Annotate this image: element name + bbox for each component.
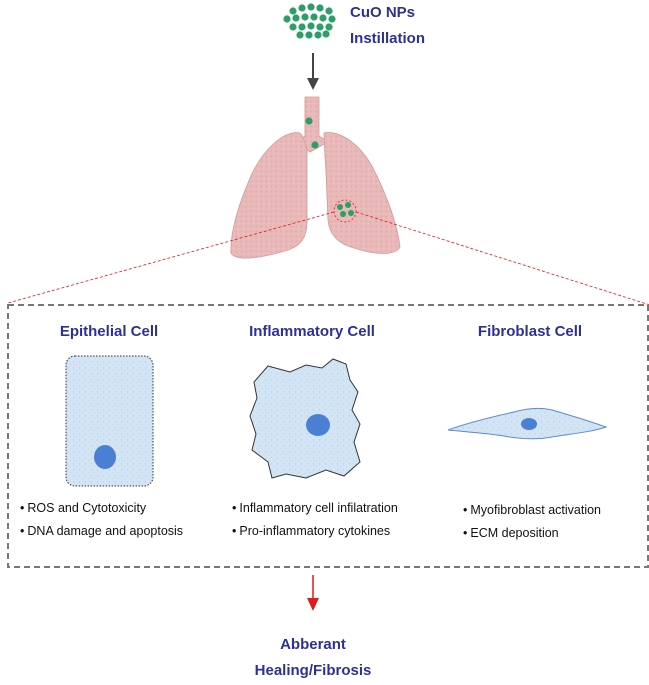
lungs-illustration [230,96,401,259]
zoom-lines [7,211,649,306]
alveolus-zoom-target [333,199,357,223]
cell-panel-box [7,304,649,568]
fibroblast-nucleus [521,418,537,430]
fibroblast-effect-2: ECM deposition [463,526,558,540]
nanoparticle-cluster-icon [283,3,336,39]
header-line1: CuO NPs [350,4,416,21]
inflammatory-effect-1: Inflammatory cell infilatration [232,501,397,515]
inflammatory-cell-title: Inflammatory Cell [249,323,375,340]
fibroblast-cell-illustration [447,407,608,440]
outcome-line2: Healing/Fibrosis [254,662,372,679]
outcome-arrow [307,575,319,611]
fibroblast-effect-1: Myofibroblast activation [463,503,601,517]
inflammatory-nucleus [306,414,330,436]
epithelial-cell-title: Epithelial Cell [59,323,159,340]
instillation-arrow [307,53,319,90]
epithelial-effect-2: DNA damage and apoptosis [20,524,183,538]
epithelial-nucleus [94,445,116,469]
outcome-line1: Abberant [280,636,346,653]
airway-particles [305,117,319,149]
inflammatory-cell-illustration [249,358,361,479]
fibroblast-cell-title: Fibroblast Cell [477,323,583,340]
inflammatory-effect-2: Pro-inflammatory cytokines [232,524,390,538]
header-line2: Instillation [350,30,425,47]
epithelial-cell-illustration [65,355,154,487]
epithelial-effect-1: ROS and Cytotoxicity [20,501,146,515]
